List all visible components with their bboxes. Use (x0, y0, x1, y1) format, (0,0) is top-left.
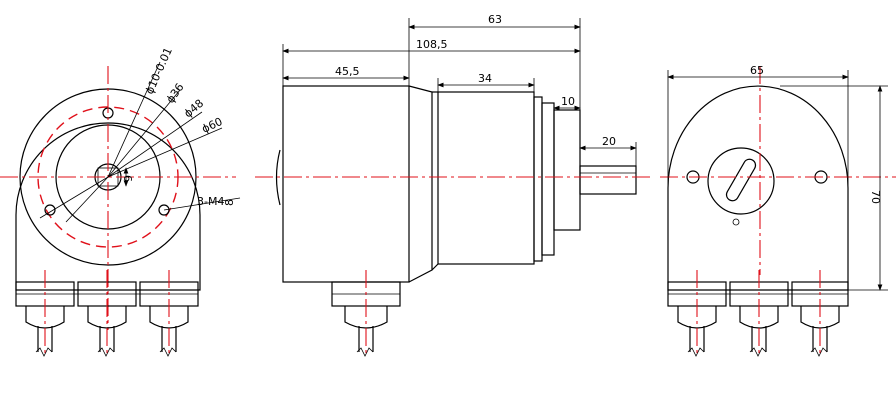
rear-view: 65 70 (660, 64, 896, 357)
label-offset: 9 (122, 175, 135, 182)
leader-holes (163, 197, 241, 211)
front-view: ϕ10-0.01 ϕ36 ϕ48 ϕ60 9 3-M4 8 (0, 46, 241, 357)
label-65: 65 (750, 64, 764, 77)
side-flange-3 (553, 109, 581, 231)
side-main-body (282, 85, 410, 283)
side-shaft (579, 165, 637, 195)
side-connector (331, 270, 401, 357)
label-d48: ϕ48 (182, 97, 207, 121)
side-bearing-housing (437, 91, 535, 265)
label-34: 34 (478, 72, 492, 85)
mount-hole-right (158, 204, 170, 216)
leader-left-1 (39, 176, 109, 219)
rear-housing-arc (667, 85, 849, 189)
side-flange-2 (541, 102, 555, 256)
label-d36: ϕ36 (164, 81, 187, 106)
rear-connectors (667, 270, 849, 357)
label-20: 20 (602, 135, 616, 148)
rear-small-hole (732, 218, 740, 226)
side-rear-cover (275, 149, 281, 206)
rear-cap (707, 147, 775, 215)
mount-hole-left (44, 204, 56, 216)
side-flange-1 (533, 96, 543, 262)
side-step (408, 85, 433, 283)
leader-d36 (107, 89, 181, 178)
label-108-5: 108,5 (416, 38, 448, 51)
front-housing-lower (15, 215, 201, 291)
front-housing-arc (15, 122, 201, 216)
label-45-5: 45,5 (335, 65, 360, 78)
label-10: 10 (561, 95, 575, 108)
label-holes: 3-M4 (197, 195, 224, 208)
front-connectors (15, 270, 199, 357)
leader-bore (107, 61, 161, 178)
leader-left-2 (65, 176, 109, 223)
label-70: 70 (869, 190, 882, 204)
rear-housing-lower (667, 188, 849, 291)
label-63: 63 (488, 13, 502, 26)
label-hole-depth: 8 (223, 199, 236, 206)
leader-d48 (107, 111, 203, 178)
side-view: 63 108,5 45,5 34 10 20 (255, 13, 650, 357)
rear-slot (725, 158, 757, 202)
